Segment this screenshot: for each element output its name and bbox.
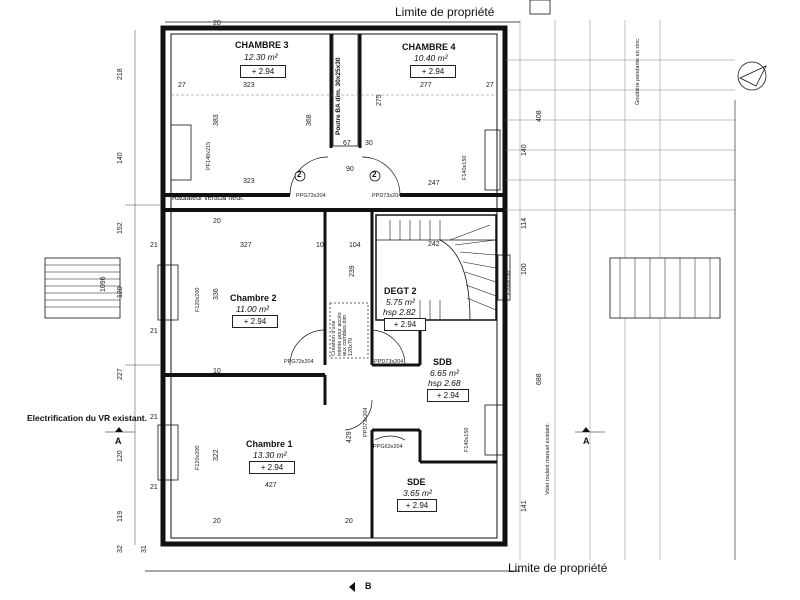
door-ppg-c2: PPG73x204 <box>284 359 314 365</box>
room-chambre1-height: + 2.94 <box>249 461 295 474</box>
dim-247: 247 <box>428 180 440 187</box>
dim-1096: 1096 <box>100 276 107 292</box>
note-creation: Création d'une trémie pour accès aux com… <box>331 312 354 356</box>
room-sde-height: + 2.94 <box>397 499 437 512</box>
section-b: B <box>365 581 372 591</box>
dim-152: 152 <box>117 222 124 234</box>
window-sdb: F140x150 <box>464 427 470 452</box>
room-sde-name: SDE <box>407 477 426 487</box>
dim-114: 114 <box>521 217 528 229</box>
dim-27b: 27 <box>486 82 494 89</box>
note-gouttiere: Gouttière pendante en zinc. <box>635 37 641 105</box>
section-a-left: A <box>115 436 122 446</box>
room-sde-area: 3.65 m² <box>403 488 432 498</box>
door-ppg-c3: PPG73x204 <box>296 193 326 199</box>
property-limit-top: Limite de propriété <box>395 5 495 19</box>
dim-383: 383 <box>213 114 220 126</box>
dim-368: 368 <box>306 114 313 126</box>
dim-67: 67 <box>343 140 351 147</box>
dim-275: 275 <box>376 94 383 106</box>
note-radiateur: Radiateur vertical neuf. <box>172 195 244 202</box>
dim-20d: 20 <box>345 518 353 525</box>
dim-10a: 10 <box>316 242 324 249</box>
dim-90: 90 <box>346 166 354 173</box>
room-chambre3-height: + 2.94 <box>240 65 286 78</box>
dim-688: 688 <box>536 373 543 385</box>
dim-218: 218 <box>117 68 124 80</box>
room-chambre1-area: 13.30 m² <box>253 450 287 460</box>
window-c3: PF140x215 <box>206 141 212 170</box>
dim-322: 322 <box>213 449 220 461</box>
room-degt2-height: + 2.94 <box>384 318 426 331</box>
room-sdb-hsp: hsp 2.68 <box>428 378 461 388</box>
window-degt: F100x150 <box>506 270 512 295</box>
dim-31: 31 <box>141 545 148 553</box>
room-chambre3-area: 12.30 m² <box>244 52 278 62</box>
dim-21c: 21 <box>150 414 158 421</box>
window-c1: F120x200 <box>195 445 201 470</box>
room-chambre4-name: CHAMBRE 4 <box>402 42 456 52</box>
note-electrification: Electrification du VR existant. <box>27 413 147 423</box>
room-chambre3-name: CHAMBRE 3 <box>235 40 289 50</box>
room-chambre2-height: + 2.94 <box>232 315 278 328</box>
dim-336: 336 <box>213 288 220 300</box>
property-limit-bottom: Limite de propriété <box>508 561 608 575</box>
room-chambre1-name: Chambre 1 <box>246 439 293 449</box>
dim-227: 227 <box>117 368 124 380</box>
dim-429: 429 <box>346 431 353 443</box>
door-ppg-sde: PPG63x204 <box>373 444 403 450</box>
door-tag-left: 2 <box>297 170 302 179</box>
dim-408: 408 <box>536 110 543 122</box>
room-chambre4-area: 10.40 m² <box>414 53 448 63</box>
dim-20b: 20 <box>213 218 221 225</box>
note-poutre: Poutre BA dim. 30x25x30 <box>335 57 342 135</box>
window-c4: F140x150 <box>462 155 468 180</box>
dim-141: 141 <box>521 500 528 512</box>
dim-242: 242 <box>428 241 440 248</box>
dim-20c: 20 <box>213 518 221 525</box>
dim-427: 427 <box>265 482 277 489</box>
dim-120b: 120 <box>117 450 124 462</box>
window-c2: F120x200 <box>195 287 201 312</box>
door-ppd-degt: PPD73x204 <box>374 359 404 365</box>
dim-27a: 27 <box>178 82 186 89</box>
room-chambre2-name: Chambre 2 <box>230 293 277 303</box>
dim-239: 239 <box>349 265 356 277</box>
section-a-right: A <box>583 436 590 446</box>
door-tag-right: 2 <box>372 170 377 179</box>
door-ppd-c4: PPD73x204 <box>372 193 402 199</box>
dim-277: 277 <box>420 82 432 89</box>
dim-32: 32 <box>117 545 124 553</box>
dim-140r: 140 <box>521 144 528 156</box>
room-degt2-name: DEGT 2 <box>384 286 417 296</box>
dim-30: 30 <box>365 140 373 147</box>
room-chambre2-area: 11.00 m² <box>236 304 269 314</box>
dim-119: 119 <box>117 510 124 522</box>
room-sdb-area: 6.65 m² <box>430 368 459 378</box>
room-degt2-area: 5.75 m² <box>386 297 415 307</box>
dim-120a: 120 <box>117 286 124 298</box>
room-sdb-height: + 2.94 <box>427 389 469 402</box>
dim-21d: 21 <box>150 484 158 491</box>
dim-104: 104 <box>349 242 361 249</box>
note-volet: Volet roulant manuel existant. <box>545 422 551 495</box>
room-degt2-hsp: hsp 2.82 <box>383 307 416 317</box>
dim-21b: 21 <box>150 328 158 335</box>
dim-21a: 21 <box>150 242 158 249</box>
dim-327: 327 <box>240 242 252 249</box>
dim-10b: 10 <box>213 368 221 375</box>
door-ppd-sdb: PPD73x204 <box>363 407 369 437</box>
dim-323b: 323 <box>243 178 255 185</box>
dim-20a: 20 <box>213 20 221 27</box>
room-sdb-name: SDB <box>433 357 453 367</box>
room-chambre4-height: + 2.94 <box>410 65 456 78</box>
dim-140: 140 <box>117 152 124 164</box>
dim-100: 100 <box>521 263 528 275</box>
dim-323a: 323 <box>243 82 255 89</box>
